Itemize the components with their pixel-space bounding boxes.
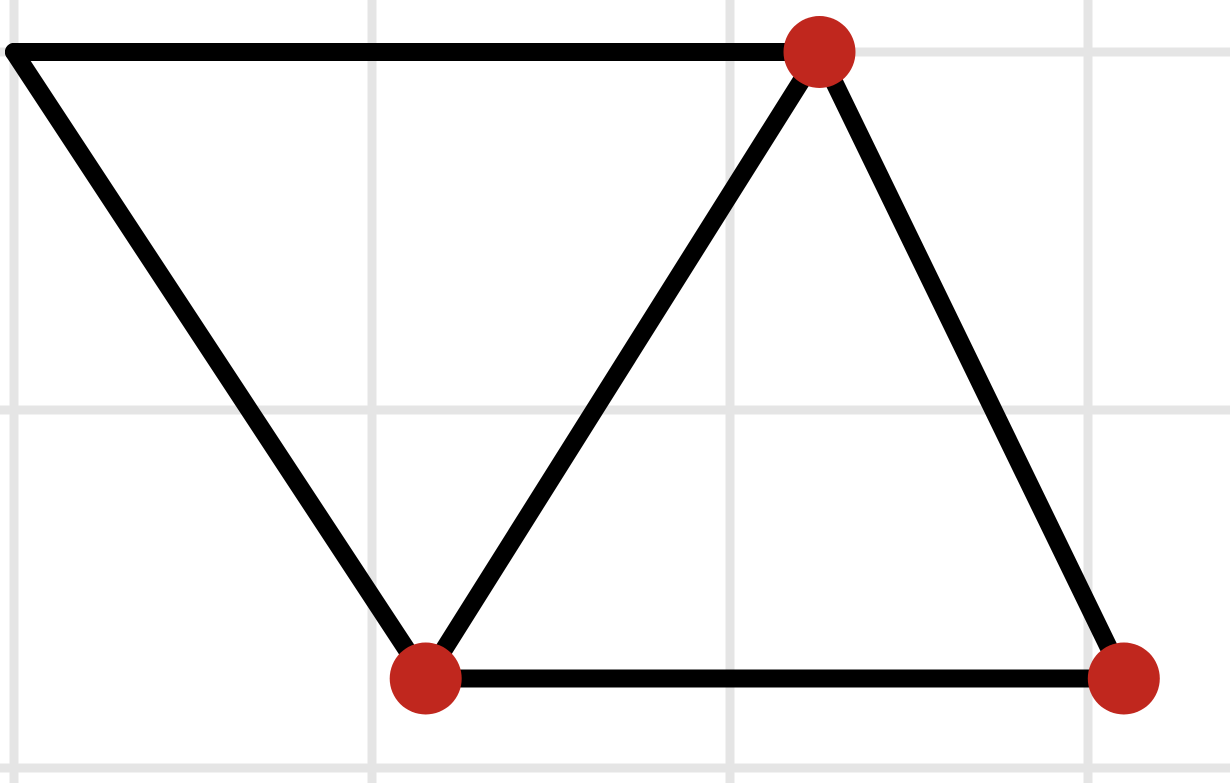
edge-B-C <box>416 43 829 688</box>
vertex-A-corner <box>5 43 23 61</box>
edge-B-D <box>810 43 1133 688</box>
vertex-B-dot <box>783 16 856 88</box>
edge-A-C <box>5 43 435 688</box>
vertices <box>5 16 1160 715</box>
vertex-C-dot <box>389 642 462 715</box>
vertex-D-dot <box>1087 642 1160 715</box>
edges <box>5 43 1133 688</box>
